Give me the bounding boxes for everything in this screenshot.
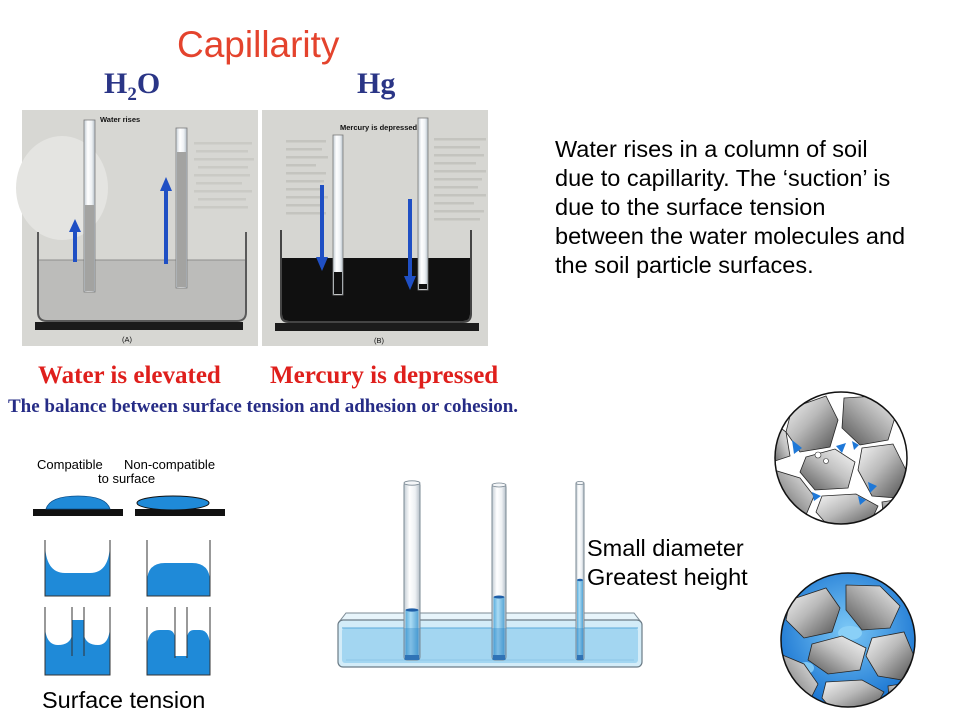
label-non-compatible: Non-compatible <box>124 457 216 472</box>
surface-bar <box>135 509 225 516</box>
beaker-water <box>39 260 245 320</box>
pore-water-bits <box>792 440 877 505</box>
beaker-outline <box>37 232 247 322</box>
mercury-symbol: Hg <box>357 67 396 100</box>
glass-tube-wide <box>83 119 96 293</box>
label-greatest-height: Greatest height <box>587 564 748 590</box>
soil-pores-partially-wet <box>774 391 908 525</box>
panel-b-heading: Mercury is depressed <box>340 123 418 132</box>
capillary-tube-apparatus <box>337 480 643 668</box>
panel-b-tag: (B) <box>374 336 385 345</box>
photo-panel-mercury: Mercury is depressed (B) <box>262 110 488 346</box>
arrow-up-icon <box>69 219 81 262</box>
droplet-non-compatible <box>136 495 210 511</box>
beaker-concave-meniscus <box>44 540 111 597</box>
surface-tension-diagram <box>33 495 225 676</box>
panel-a-tag: (A) <box>122 335 133 344</box>
explanation-line: due to capillarity. The ‘suction’ is <box>555 165 891 191</box>
explanation-line: due to the surface tension <box>555 194 826 220</box>
glass-tube-wide <box>332 134 344 296</box>
caption-mercury-depressed: Mercury is depressed <box>270 362 499 389</box>
arrow-down-icon <box>404 199 416 290</box>
water-formula-subscript: 2 <box>127 84 137 105</box>
beaker-tube-depression <box>146 607 211 676</box>
arrow-up-icon <box>160 177 172 264</box>
explanation-line: between the water molecules and <box>555 223 906 249</box>
droplet-compatible <box>45 495 111 510</box>
panel-background-print <box>194 142 254 209</box>
panel-a-heading: Water rises <box>100 115 140 124</box>
water-formula-element: H <box>104 67 128 100</box>
arrow-down-icon <box>316 185 328 271</box>
beaker-tube-rise <box>44 607 111 676</box>
capillary-tube-narrow <box>575 480 585 661</box>
glass-tube-narrow <box>175 127 188 289</box>
caption-balance: The balance between surface tension and … <box>8 396 519 417</box>
label-surface-tension: Surface tension <box>42 687 206 713</box>
water-formula: H2O <box>104 67 160 105</box>
label-to-surface: to surface <box>98 471 156 486</box>
photo-panel-water: Water rises (A) <box>16 110 258 346</box>
base-plate <box>35 322 243 330</box>
explanation-line: the soil particle surfaces. <box>555 252 814 278</box>
soil-pores-saturated <box>780 572 916 708</box>
base-plate <box>275 323 479 331</box>
caption-water-elevated: Water is elevated <box>38 362 221 389</box>
explanation-line: Water rises in a column of soil <box>555 136 868 162</box>
panel-background-print <box>286 138 486 221</box>
slide-title: Capillarity <box>177 24 340 65</box>
beaker-outline <box>280 230 472 323</box>
capillary-tube-wide <box>403 480 421 661</box>
explanation-paragraph: Water rises in a column of soil due to c… <box>555 135 905 280</box>
capillary-tube-medium <box>491 482 507 661</box>
label-compatible: Compatible <box>37 457 103 472</box>
glass-tube-narrow <box>417 117 429 291</box>
label-small-diameter: Small diameter <box>587 535 744 561</box>
trough-water <box>342 628 638 663</box>
mercury-pool <box>282 258 470 321</box>
surface-bar <box>33 509 123 516</box>
water-formula-suffix: O <box>136 67 161 100</box>
beaker-convex-meniscus <box>146 540 211 597</box>
